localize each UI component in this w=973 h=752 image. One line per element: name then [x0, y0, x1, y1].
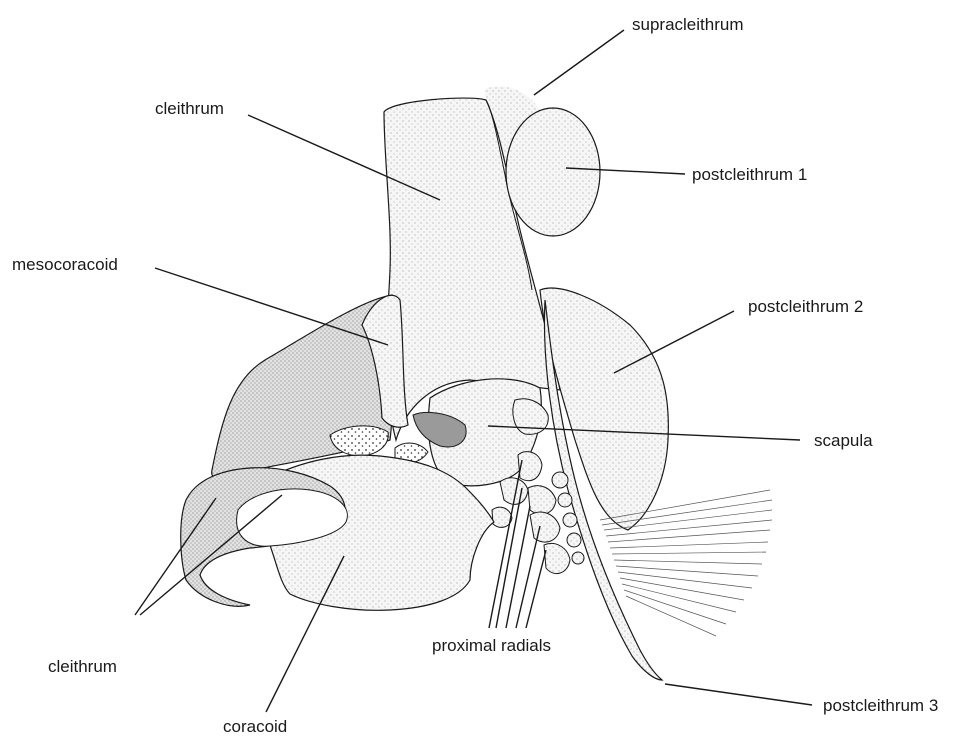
label-postcleithrum-1: postcleithrum 1 — [692, 166, 807, 183]
label-postcleithrum-2: postcleithrum 2 — [748, 298, 863, 315]
leader-radial-5 — [526, 550, 546, 628]
leader-radial-4 — [516, 526, 540, 628]
label-mesocoracoid: mesocoracoid — [12, 256, 118, 273]
label-supracleithrum: supracleithrum — [632, 16, 744, 33]
postcleithrum-1-bone — [506, 108, 600, 236]
label-scapula: scapula — [814, 432, 873, 449]
label-postcleithrum-3: postcleithrum 3 — [823, 697, 938, 714]
leader-mesocoracoid — [155, 268, 388, 345]
label-proximal-radials: proximal radials — [432, 637, 551, 654]
label-cleithrum-bottom: cleithrum — [48, 658, 117, 675]
label-coracoid: coracoid — [223, 718, 287, 735]
leader-postcleithrum-3 — [665, 684, 812, 705]
label-cleithrum-top: cleithrum — [155, 100, 224, 117]
leader-supracleithrum — [534, 30, 624, 95]
